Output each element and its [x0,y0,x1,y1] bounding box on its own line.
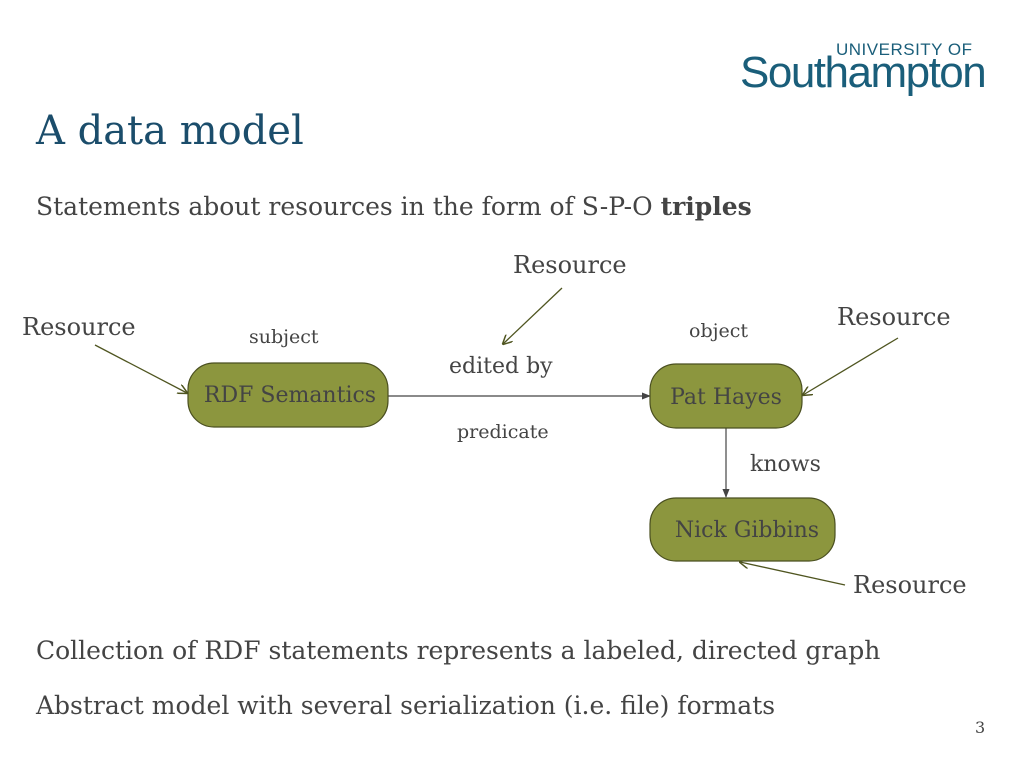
logo-university-text: UNIVERSITY OF [836,40,973,59]
footer-line-2: Abstract model with several serializatio… [36,691,776,720]
subject-node: RDF Semantics [187,362,389,428]
object-label: object [689,320,748,342]
resource-label-left: Resource [22,313,136,341]
object-node-label: Pat Hayes [670,385,782,410]
subtitle-bold-text: triples [660,192,752,221]
resource-label-right: Resource [837,303,951,331]
logo-name-text: Southampton [740,48,987,97]
third-node-label: Nick Gibbins [675,518,819,543]
resource-label-top: Resource [513,251,627,279]
third-node: Nick Gibbins [649,497,836,562]
subject-node-label: RDF Semantics [204,383,376,408]
page-number: 3 [975,718,986,737]
university-logo: UNIVERSITY OF Southampton [740,40,990,100]
resource-bottom-pointer [740,562,846,586]
footer-line-1: Collection of RDF statements represents … [36,636,881,665]
subject-label: subject [249,326,319,348]
resource-left-pointer [94,344,187,393]
object-node: Pat Hayes [649,363,803,429]
resource-label-bottom: Resource [853,571,967,599]
predicate-label: predicate [457,421,549,443]
knows-edge-label: knows [750,452,821,477]
resource-right-pointer [803,337,899,395]
resource-top-pointer [503,287,563,344]
predicate-edge-label: edited by [449,354,553,379]
slide-title: A data model [36,108,304,154]
subtitle-text: Statements about resources in the form o… [36,192,661,221]
slide-subtitle: Statements about resources in the form o… [36,192,752,221]
